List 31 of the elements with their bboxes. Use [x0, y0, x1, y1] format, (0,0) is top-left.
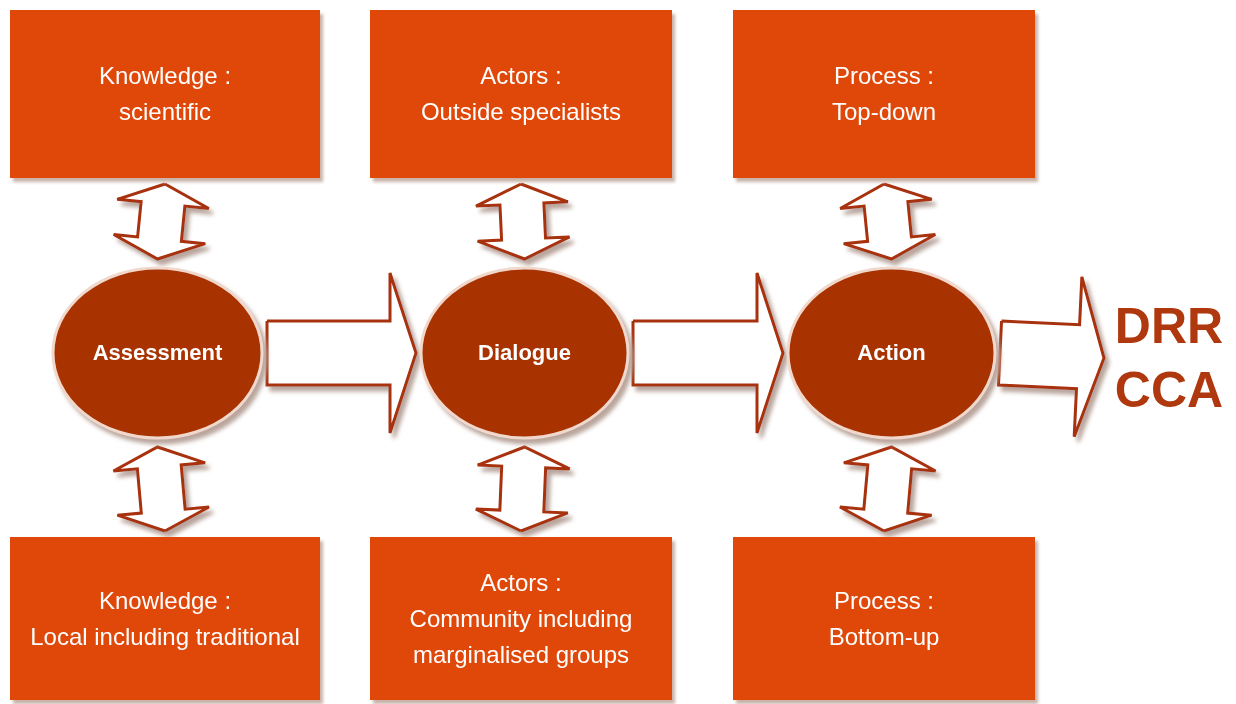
- stage-label: Assessment: [92, 340, 223, 366]
- box-text: Outside specialists: [420, 97, 622, 127]
- box-text: Actors :: [480, 567, 562, 598]
- stage-label: Dialogue: [478, 340, 571, 366]
- outcome-label: DRR CCA: [1113, 297, 1225, 420]
- box-text: Local including traditional: [30, 621, 300, 652]
- block-arrow: [838, 445, 938, 533]
- block-arrow: [631, 271, 785, 435]
- text-box: [370, 10, 672, 178]
- text-box: [10, 10, 320, 178]
- block-arrow: [111, 445, 211, 533]
- box-text: Process :: [834, 61, 934, 91]
- box-text: scientific: [119, 97, 211, 127]
- box-text: Knowledge :: [98, 61, 232, 91]
- box-text: Actors :: [480, 61, 562, 91]
- box-text: Community including marginalised groups: [408, 603, 634, 670]
- block-arrow: [474, 182, 571, 261]
- box-text: Process :: [834, 585, 934, 616]
- text-box: [733, 10, 1035, 178]
- text-box: [10, 537, 320, 700]
- block-arrow: [474, 445, 572, 533]
- stage-label: Action: [857, 340, 926, 366]
- block-arrow: [838, 182, 937, 261]
- text-box: [733, 537, 1035, 700]
- block-arrow: [265, 271, 418, 435]
- text-box: [370, 537, 672, 700]
- box-text: Bottom-up: [828, 621, 940, 652]
- box-text: Knowledge :: [98, 585, 232, 616]
- box-text: Top-down: [831, 97, 937, 127]
- block-arrow: [112, 182, 211, 261]
- block-arrow: [996, 275, 1106, 439]
